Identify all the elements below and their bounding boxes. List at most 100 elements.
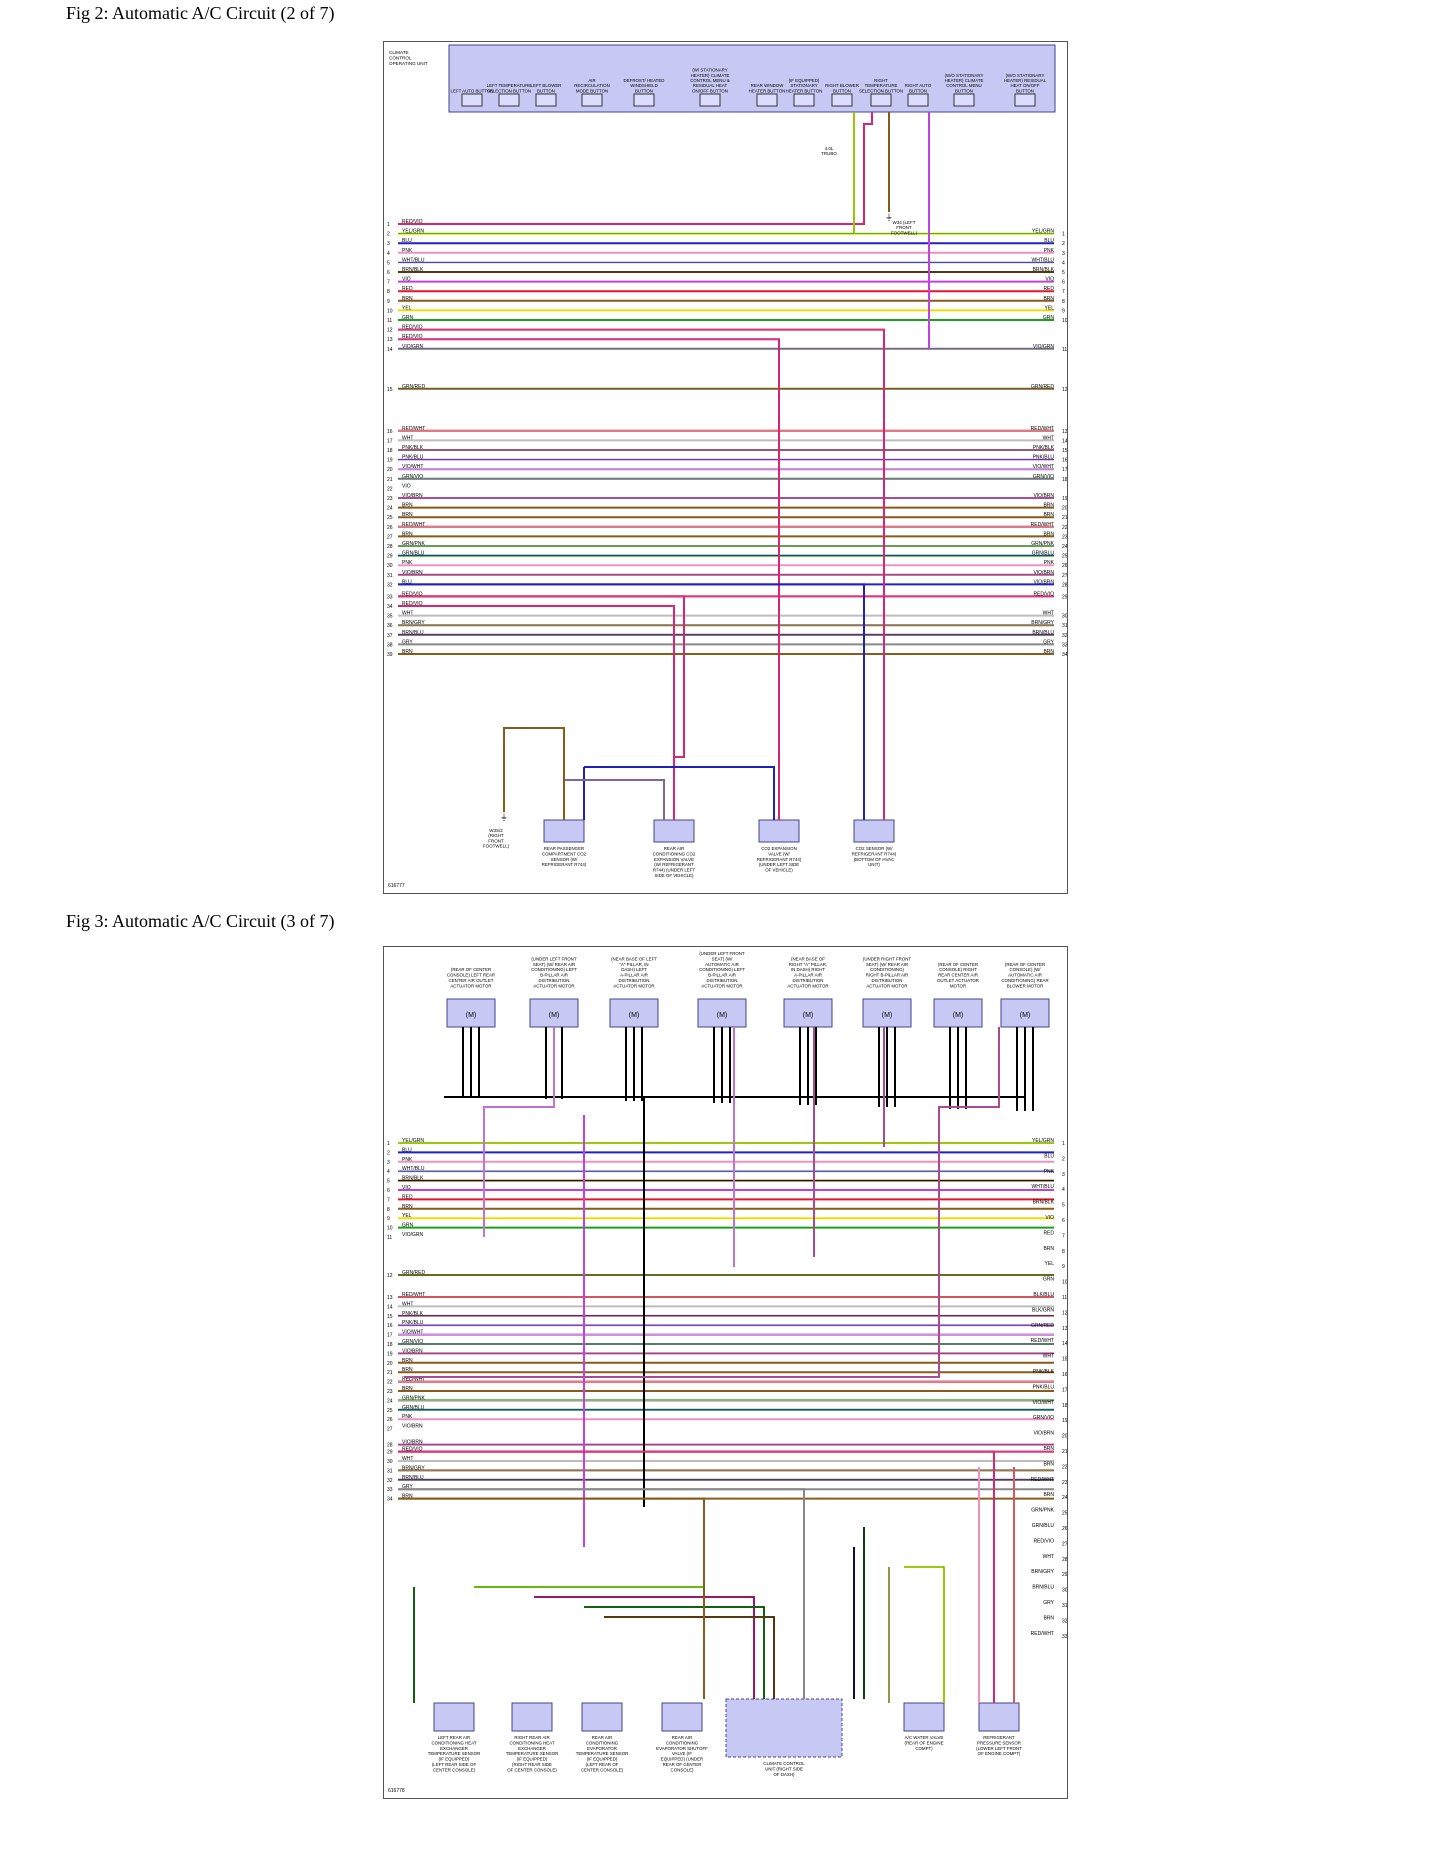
wire-label: GRN/BLU bbox=[402, 1405, 425, 1411]
component-label: OF ENGINE COMPT) bbox=[978, 1751, 1021, 1756]
component-label: EXCHANGER bbox=[518, 1746, 546, 1751]
component-label: R744) (UNDER LEFT bbox=[653, 868, 696, 873]
wire-label: BRN bbox=[402, 503, 413, 509]
wire-label: PNK/BLK bbox=[402, 1311, 424, 1317]
wire-label-right: BRN/GRY bbox=[1031, 1569, 1054, 1575]
component-label: PRESSURE SENSOR bbox=[977, 1740, 1021, 1745]
wire-label: PNK/BLU bbox=[402, 1320, 424, 1326]
component-label: OF CENTER CONSOLE) bbox=[507, 1767, 557, 1772]
component-label: REFRIGERANT R744) bbox=[852, 851, 897, 856]
wire-label: VIO/WHT bbox=[402, 1330, 423, 1336]
motor-label: CONDITIONING) REAR bbox=[1001, 978, 1048, 983]
figure-number: 616777 bbox=[388, 883, 405, 889]
component-label: REFRIGERANT bbox=[983, 1735, 1015, 1740]
button-symbol bbox=[581, 93, 603, 107]
wire-label-right: PNK/BLU bbox=[1033, 1384, 1055, 1390]
component-label: CONSOLE) bbox=[671, 1767, 694, 1772]
wire-number: 18 bbox=[387, 1342, 393, 1348]
wire-label: BRN/BLU bbox=[402, 1475, 424, 1481]
component-label: REAR AIR bbox=[672, 1735, 693, 1740]
wire-label: RED/WHT bbox=[402, 522, 425, 528]
motor-label: DISTRIBUTION bbox=[619, 978, 650, 983]
wire-number-right: 21 bbox=[1062, 515, 1067, 521]
component-label: COMPARTMENT CO2 bbox=[542, 851, 587, 856]
wire-label: GRN/PNK bbox=[402, 541, 425, 547]
motor-box bbox=[697, 998, 747, 1028]
wire-label-right: BRN bbox=[1043, 503, 1054, 509]
button-symbol bbox=[498, 93, 520, 107]
climate-control-unit-box bbox=[725, 1698, 843, 1758]
wire-number: 28 bbox=[387, 544, 393, 550]
wire-label: GRN/VIO bbox=[402, 1339, 423, 1345]
motor-label: CONDITIONING) bbox=[870, 967, 904, 972]
button-label: (IF EQUIPPED) bbox=[789, 78, 820, 83]
wire-number: 6 bbox=[387, 270, 390, 276]
wire-label-right: GRN/PNK bbox=[1031, 1508, 1054, 1514]
component-label: CENTER CONSOLE) bbox=[581, 1767, 624, 1772]
motor-label: CONDITIONING) LEFT bbox=[699, 967, 745, 972]
wire-number: 14 bbox=[387, 347, 393, 353]
button-label: MODE BUTTON bbox=[576, 88, 608, 93]
wire-number: 4 bbox=[387, 251, 390, 257]
wire-label-right: BRN bbox=[1043, 1246, 1054, 1252]
button-label: WINDSHIELD bbox=[630, 83, 658, 88]
motor-box bbox=[862, 998, 912, 1028]
motor-label: DISTRIBUTION bbox=[707, 978, 738, 983]
wire-number: 13 bbox=[387, 1295, 393, 1301]
wire-label: RED/VIO bbox=[402, 601, 423, 607]
sensor-wire-stripe bbox=[398, 1451, 995, 1703]
wire-number-right: 4 bbox=[1062, 1187, 1065, 1193]
component-label: REAR OF CENTER bbox=[663, 1762, 702, 1767]
wire-label-right: WHT bbox=[1043, 611, 1054, 617]
button-label: HEATER BUTTON bbox=[786, 88, 823, 93]
component-label: VALVE (IF bbox=[672, 1751, 692, 1756]
wire-label-right: BRN bbox=[1043, 649, 1054, 655]
wire-number: 31 bbox=[387, 1468, 393, 1474]
sensor-wire bbox=[604, 1616, 775, 1699]
wire-label: GRN/PNK bbox=[402, 1395, 425, 1401]
wire-number-right: 32 bbox=[1062, 1618, 1067, 1624]
wire-label: GRN/RED bbox=[402, 384, 425, 390]
wire-number-right: 2 bbox=[1062, 1156, 1065, 1162]
wire-label-right: YEL bbox=[1045, 305, 1055, 311]
wire-label: VIO/BRN bbox=[402, 1440, 423, 1446]
motor-label: AUTOMATIC AIR bbox=[705, 962, 739, 967]
wire-number-right: 6 bbox=[1062, 280, 1065, 286]
wire-number-right: 15 bbox=[1062, 1357, 1067, 1363]
wire-number: 4 bbox=[387, 1169, 390, 1175]
component-box bbox=[758, 819, 800, 843]
wire-number-right: 20 bbox=[1062, 506, 1067, 512]
wire-label-right: BRN bbox=[1043, 1446, 1054, 1452]
motor-label: ACTUATOR MOTOR bbox=[613, 983, 654, 988]
wire-number: 8 bbox=[387, 1207, 390, 1213]
component-label: (IF EQUIPPED) bbox=[587, 1757, 618, 1762]
wire-label: RED/VIO bbox=[402, 1447, 423, 1453]
wire-label-right: BRN bbox=[1043, 296, 1054, 302]
wire-number-right: 26 bbox=[1062, 1526, 1067, 1532]
component-box bbox=[653, 819, 695, 843]
button-label: (W/ STATIONARY bbox=[692, 68, 727, 73]
component-label: VALVE (W/ bbox=[768, 851, 790, 856]
wire-label-right: RED/WHT bbox=[1031, 426, 1054, 432]
wire-label-right: WHT bbox=[1043, 1554, 1054, 1560]
wire-number: 8 bbox=[387, 289, 390, 295]
wire-label-right: BRN bbox=[1043, 1461, 1054, 1467]
wire-number: 37 bbox=[387, 633, 393, 639]
wire-number-right: 2 bbox=[1062, 241, 1065, 247]
wire-label-right: BRN bbox=[1043, 1492, 1054, 1498]
wire-label: RED/VIO bbox=[402, 325, 423, 331]
wire-number-right: 12 bbox=[1062, 387, 1067, 393]
wire-down bbox=[398, 595, 685, 820]
wire-number-right: 29 bbox=[1062, 594, 1067, 600]
button-label: BUTTON bbox=[635, 88, 653, 93]
wire-label: VIO/BRN bbox=[402, 493, 423, 499]
wire-number: 25 bbox=[387, 515, 393, 521]
component-label: TEMPERATURE SENSOR bbox=[428, 1751, 481, 1756]
wire-number-right: 25 bbox=[1062, 1511, 1067, 1517]
wire-number: 24 bbox=[387, 506, 393, 512]
button-label: BUTTON bbox=[955, 88, 973, 93]
wire-number: 10 bbox=[387, 308, 393, 314]
wire-number-right: 3 bbox=[1062, 251, 1065, 257]
